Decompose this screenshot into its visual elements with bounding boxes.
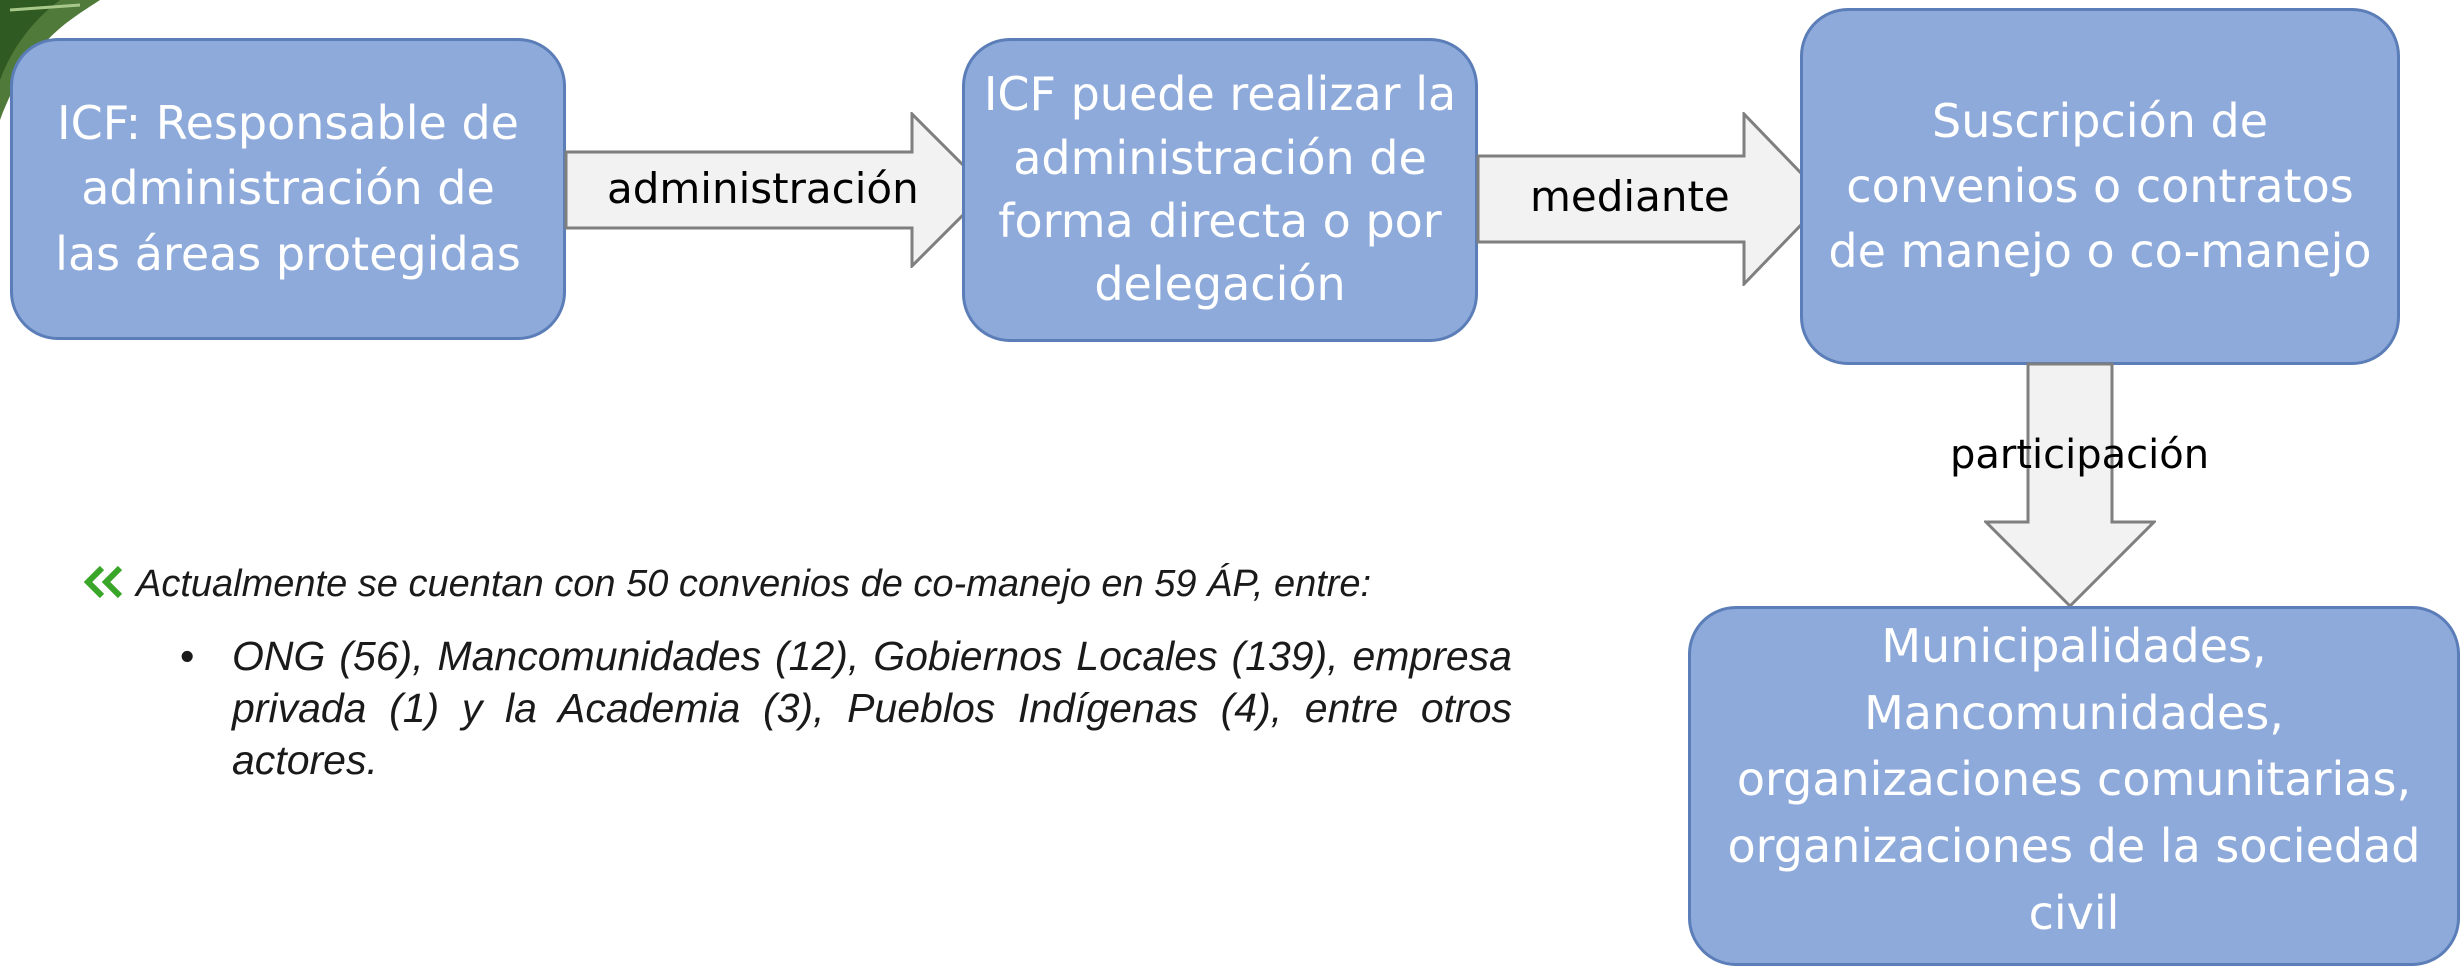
box-line: Mancomunidades,	[1864, 685, 2284, 740]
arrow-participacion	[1984, 362, 2156, 608]
box-line: administración de	[81, 161, 495, 216]
bullet-sub: • ONG (56), Mancomunidades (12), Gobiern…	[180, 630, 1512, 786]
box-icf-responsable: ICF: Responsable de administración de la…	[10, 38, 566, 340]
arrow-label-administracion: administración	[607, 164, 919, 213]
box-line: delegación	[1094, 257, 1346, 312]
arrow-label-participacion: participación	[1950, 432, 2210, 478]
box-icf-realizar: ICF puede realizar la administración de …	[962, 38, 1478, 342]
box-line: forma directa o por	[998, 194, 1442, 248]
corner-leaf-decoration	[0, 0, 100, 120]
bullet-sub-text: ONG (56), Mancomunidades (12), Gobiernos…	[232, 633, 1512, 783]
bullet-main: Actualmente se cuentan con 50 convenios …	[82, 560, 1512, 608]
arrow-label-mediante: mediante	[1530, 172, 1730, 221]
box-line: Suscripción de	[1932, 93, 2268, 148]
box-line: ICF puede realizar la	[983, 67, 1457, 122]
arrow-administracion	[564, 112, 990, 268]
box-line: civil	[2028, 885, 2120, 940]
bullet-main-text: Actualmente se cuentan con 50 convenios …	[136, 563, 1372, 605]
arrow-mediante	[1476, 112, 1828, 286]
double-chevron-left-icon	[83, 565, 123, 599]
box-line: administración de	[1013, 130, 1427, 185]
box-line: de manejo o co-manejo	[1828, 224, 2372, 279]
box-line: las áreas protegidas	[55, 226, 521, 281]
box-line: organizaciones comunitarias,	[1736, 752, 2412, 807]
bullet-list: Actualmente se cuentan con 50 convenios …	[82, 560, 1512, 786]
box-actores: Municipalidades, Mancomunidades, organiz…	[1688, 606, 2460, 966]
box-line: ICF: Responsable de	[57, 96, 519, 151]
box-line: organizaciones de la sociedad	[1727, 819, 2421, 874]
box-suscripcion: Suscripción de convenios o contratos de …	[1800, 8, 2400, 365]
bullet-dot: •	[180, 633, 195, 679]
box-line: Municipalidades,	[1881, 619, 2267, 673]
box-line: convenios o contratos	[1846, 158, 2354, 213]
